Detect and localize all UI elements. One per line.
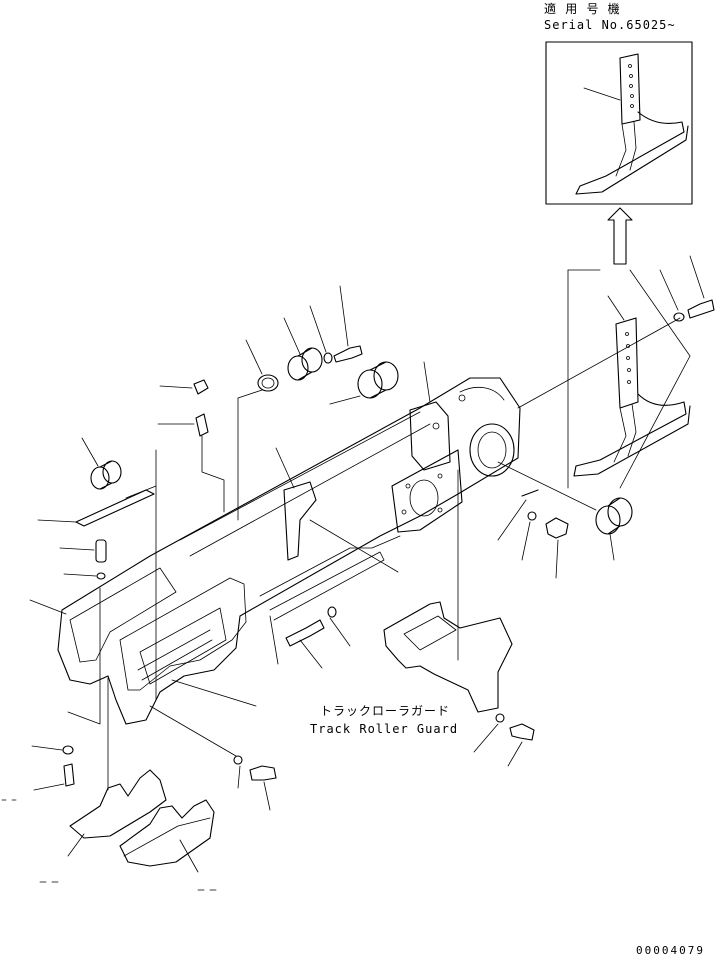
top-parts (157, 285, 399, 521)
inset-rail (575, 111, 689, 195)
right-hardware (497, 317, 681, 579)
guard-lower (119, 799, 215, 867)
washer-icon (673, 312, 685, 322)
inset-arrow (607, 207, 633, 265)
inset-serial-label-en: Serial No.65025~ (544, 18, 676, 32)
track-roller-guard (383, 469, 535, 767)
inset-variant-box (545, 41, 693, 205)
diagram-code: 00004079 (636, 944, 705, 957)
bolt-icon (285, 619, 325, 647)
fitting-icon (195, 413, 209, 437)
left-parts (1, 437, 157, 801)
lower-cutout (119, 577, 247, 691)
bearing-housing (283, 317, 323, 381)
block-body (409, 401, 451, 471)
bolt-icon (545, 517, 569, 539)
bushing (329, 361, 399, 405)
guard-upper (69, 769, 167, 839)
washer-icon (327, 606, 337, 618)
sprocket-housing (391, 449, 463, 533)
up-arrow-icon (607, 207, 633, 265)
hanger-plate (275, 447, 317, 561)
side-slot (139, 607, 227, 685)
inset-frame (545, 41, 693, 205)
inset-serial-label-ja: 適 用 号 機 (544, 2, 621, 16)
rear-bore (469, 423, 515, 477)
hanger (283, 481, 317, 561)
washer-icon (233, 755, 243, 765)
washer-icon (527, 511, 537, 521)
bolt-icon (63, 763, 75, 787)
shim-plate (75, 489, 155, 527)
bracket-rail (573, 393, 691, 477)
ring-icon (96, 572, 106, 580)
seal-ring (257, 374, 279, 392)
pin-icon (521, 489, 539, 497)
inset-leader (583, 87, 621, 101)
front-idler-cutout (69, 567, 177, 663)
cover-plate (269, 551, 385, 621)
track-frame (57, 377, 521, 725)
grease-fittings (157, 379, 225, 513)
guard-bracket (383, 601, 513, 713)
mounting-block (409, 361, 451, 471)
standard-variant-bracket (567, 269, 691, 489)
track-roller-guard-label-en: Track Roller Guard (310, 722, 459, 736)
mid-hardware (149, 519, 399, 811)
washer-icon (62, 745, 74, 755)
bolt-icon (249, 765, 277, 781)
bolt-icon (687, 299, 715, 319)
inset-bracket-plate (619, 53, 641, 125)
bolt-washer-top-right (659, 255, 715, 322)
bolt-icon (509, 723, 535, 741)
washer-icon (495, 713, 505, 723)
washer-icon (323, 352, 333, 364)
inset-bracket-part (575, 53, 689, 195)
bracket-plate (615, 317, 639, 409)
pin (95, 539, 107, 563)
bushing-right (595, 497, 633, 561)
track-roller-guard-label-ja: トラックローラガード (320, 704, 451, 718)
bolt-icon (333, 345, 363, 363)
lower-guards (39, 677, 217, 891)
bushing-left (81, 437, 122, 490)
frame-outline (57, 377, 521, 725)
fitting-icon (193, 379, 209, 395)
